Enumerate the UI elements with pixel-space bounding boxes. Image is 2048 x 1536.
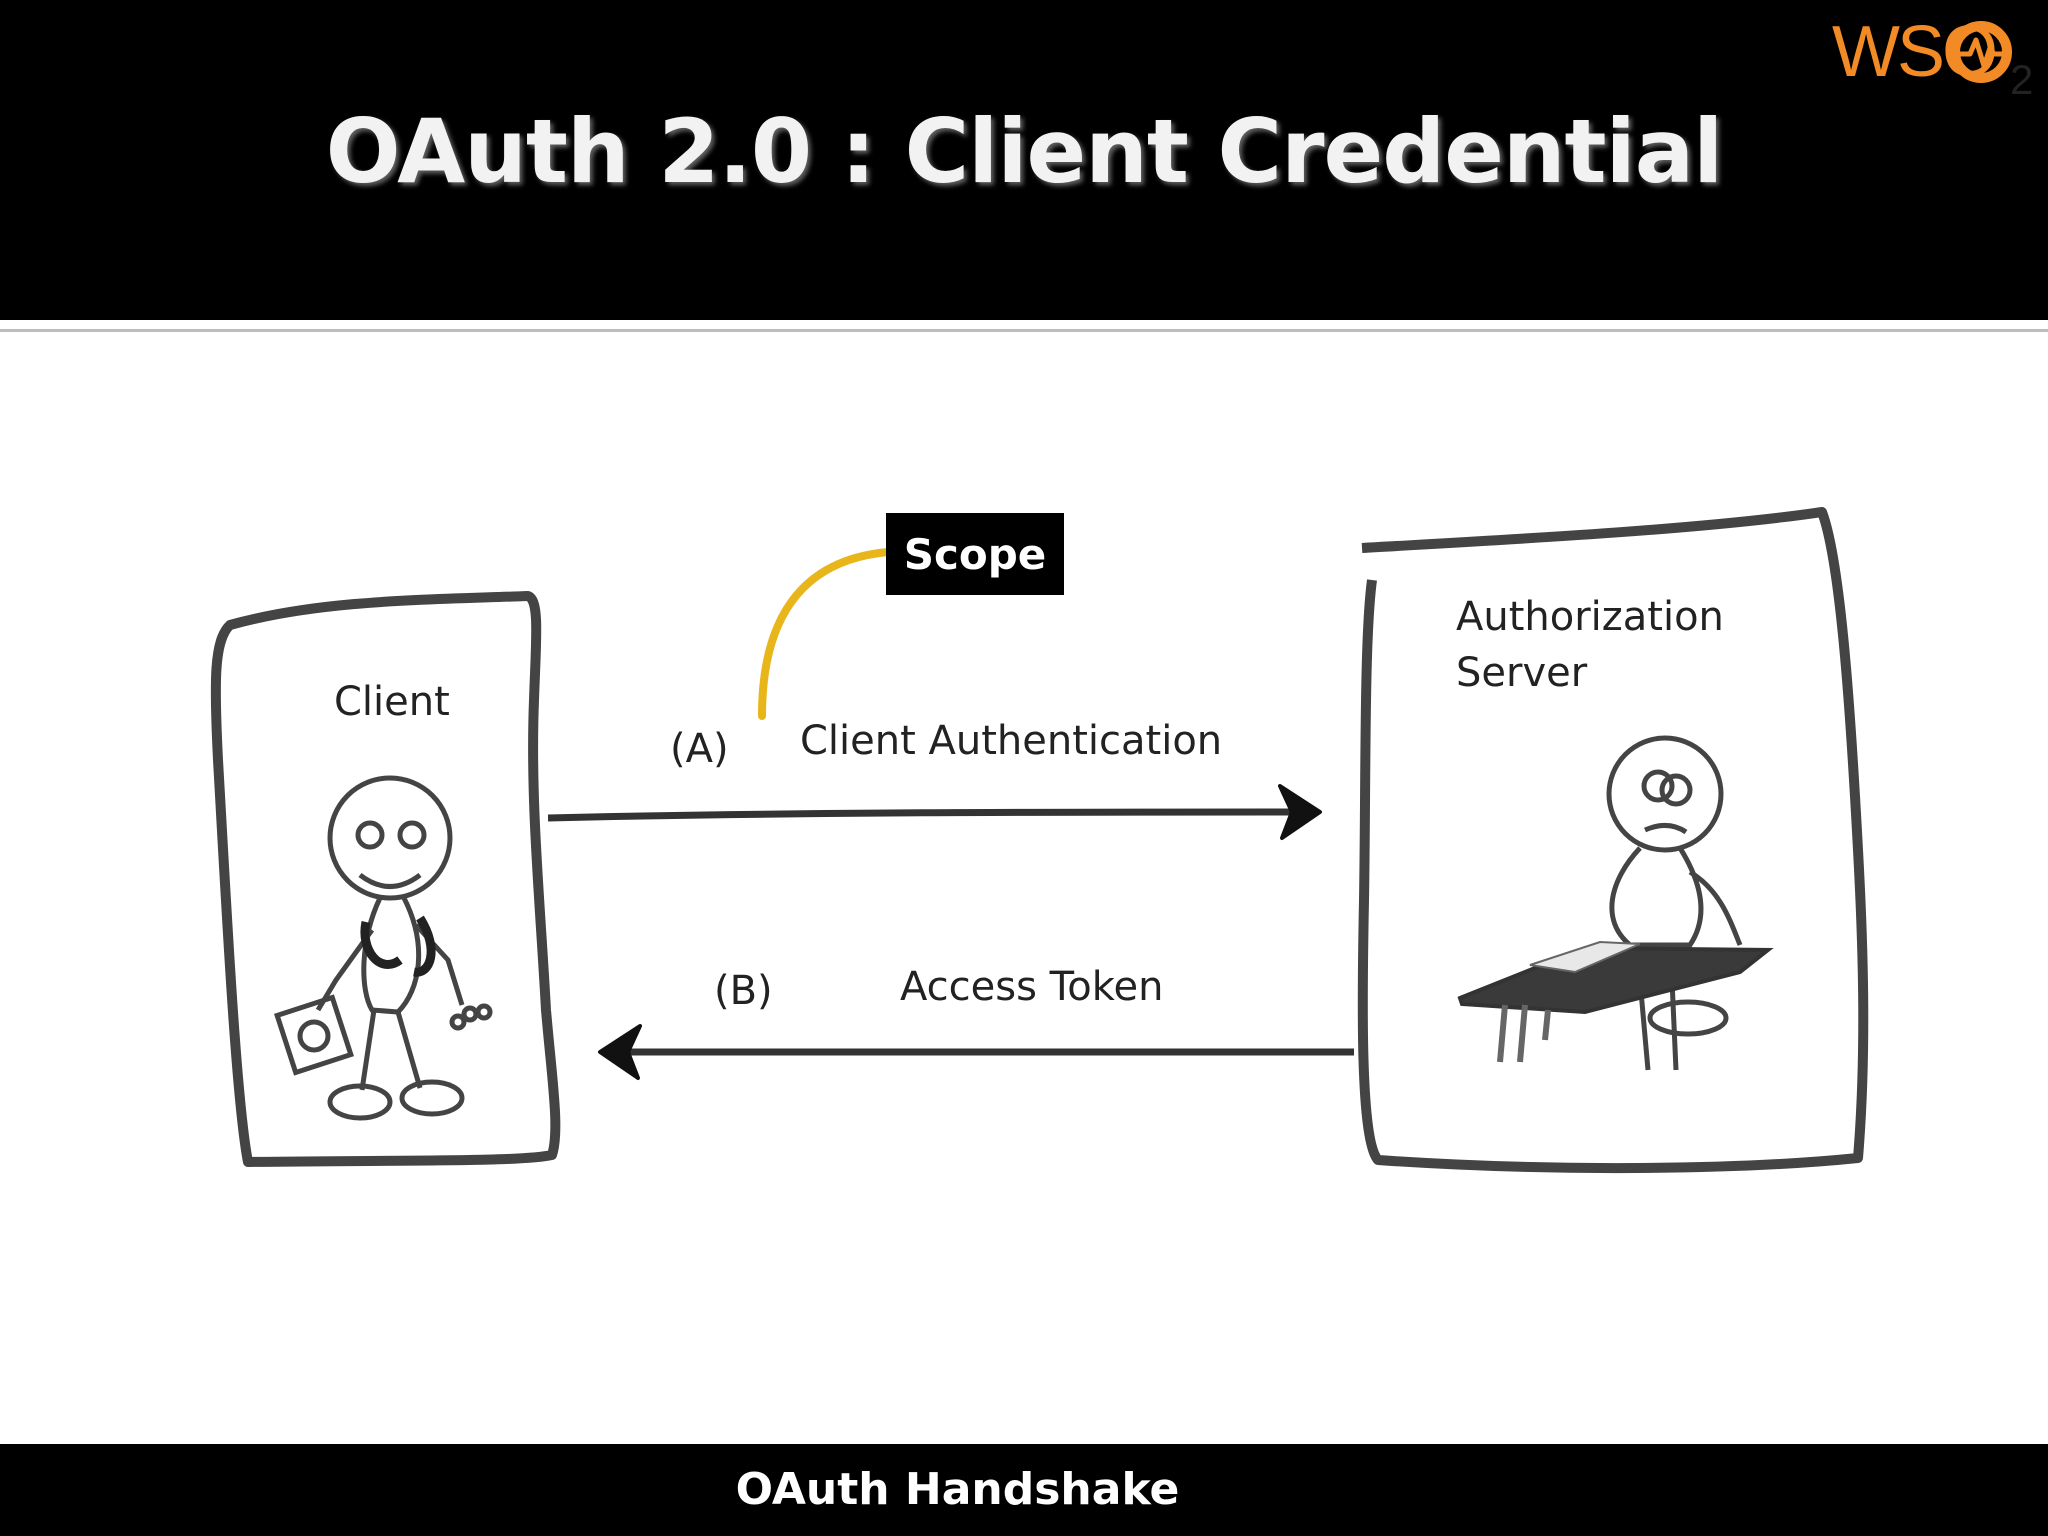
client-shoe-left — [327, 1083, 393, 1121]
client-smile — [358, 872, 422, 889]
server-box — [1357, 507, 1869, 1174]
server-head — [1606, 735, 1724, 853]
client-scarf — [360, 921, 403, 969]
server-leg-2 — [1669, 979, 1679, 1071]
arrow-a-head — [1278, 784, 1322, 840]
wso2-logo: WSO 2 — [1828, 10, 2038, 103]
scope-connector — [758, 548, 892, 720]
pulse-icon — [1958, 37, 2006, 69]
client-hand-right — [461, 1005, 479, 1023]
server-arm — [1688, 869, 1743, 946]
client-shoe-right — [399, 1079, 465, 1117]
step-b-label: Access Token — [900, 964, 1163, 1010]
header-divider — [0, 322, 2048, 328]
client-leg-left — [359, 1009, 377, 1091]
client-head — [327, 775, 453, 901]
server-figure — [1606, 735, 1743, 1071]
server-body — [1609, 846, 1704, 948]
client-finger — [475, 1003, 493, 1021]
footer-text: OAuth Handshake — [735, 1464, 1180, 1515]
server-frown — [1644, 823, 1688, 835]
client-finger-2 — [449, 1013, 467, 1031]
server-shoe — [1647, 999, 1729, 1037]
header-divider-shadow — [0, 329, 2048, 332]
desk-leg-3 — [1542, 1009, 1551, 1041]
desk-papers — [1529, 940, 1641, 974]
slide-header — [0, 0, 2048, 320]
client-eye-left — [355, 820, 385, 850]
client-box — [210, 591, 561, 1167]
step-a-label: Client Authentication — [800, 718, 1222, 764]
client-leg-right — [395, 1011, 423, 1089]
slide-footer — [0, 1444, 2048, 1536]
arrow-b-head — [598, 1024, 642, 1080]
client-eye-right — [397, 820, 427, 850]
client-figure — [273, 775, 493, 1121]
client-label: Client — [334, 679, 450, 725]
logo-o-ring — [1950, 21, 2012, 83]
desk-leg-1 — [1497, 1004, 1508, 1063]
client-bag-emblem — [297, 1019, 331, 1053]
server-label-line1: Authorization — [1456, 594, 1724, 640]
desk-top — [1457, 945, 1774, 1015]
step-a-marker: (A) — [670, 726, 729, 772]
server-label-line2: Server — [1456, 650, 1588, 696]
client-scarf-2 — [413, 915, 436, 977]
desk — [1457, 940, 1774, 1063]
server-eye-left — [1641, 769, 1675, 803]
arrow-a-line — [547, 808, 1291, 822]
logo-subscript: 2 — [2010, 56, 2033, 100]
wso2-logo-mark: WSO 2 — [1832, 12, 2033, 103]
scope-callout: Scope — [886, 513, 1064, 595]
server-eye-right — [1659, 773, 1693, 807]
step-b-marker: (B) — [714, 968, 773, 1014]
client-bag — [273, 994, 355, 1076]
slide-title: OAuth 2.0 : Client Credential — [325, 100, 1724, 203]
desk-leg-2 — [1517, 1004, 1528, 1063]
